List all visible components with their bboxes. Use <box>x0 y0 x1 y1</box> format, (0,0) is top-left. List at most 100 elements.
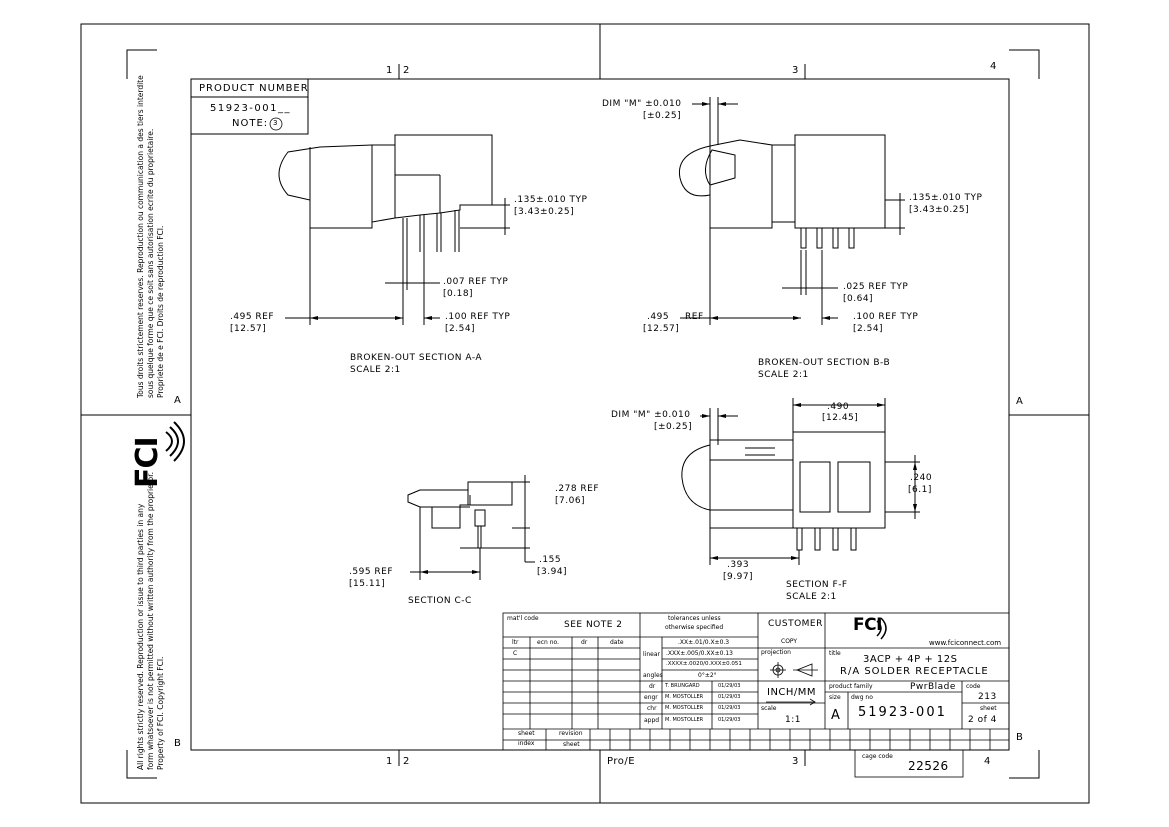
cage-code-label: cage code <box>862 753 893 760</box>
zone-top-1: 1 <box>386 65 393 76</box>
zone-left-a: A <box>174 395 182 406</box>
cc-dim-155-mm: [3.94] <box>537 567 568 577</box>
rev-header-date: date <box>610 639 624 646</box>
sign-date-dr: 01/29/03 <box>718 683 741 689</box>
sheet-label: sheet <box>980 705 997 712</box>
sheet-index-label: sheet <box>518 730 535 737</box>
aa-dim-135-mm: [3.43±0.25] <box>514 207 575 217</box>
units-label: INCH/MM <box>767 687 817 698</box>
sign-name-dr: T. BRUNGARD <box>665 683 700 689</box>
tolerance-3: .XXXX±.0020/0.XXX±0.051 <box>666 661 742 667</box>
product-family-value: PwrBlade <box>910 682 956 692</box>
sheet-index-label-2: index <box>518 740 535 747</box>
size-value: A <box>831 708 841 723</box>
rev-header-dr: dr <box>581 639 588 646</box>
english-notice-line: All rights strictly reserved. Reproducti… <box>136 503 145 770</box>
section-cc-drawing <box>407 475 535 580</box>
sign-role-dr: dr <box>649 683 656 690</box>
english-notice-line: Property of FCI. Copyright FCI. <box>156 656 165 770</box>
cc-dim-278: .278 REF <box>555 484 600 494</box>
bb-dim-m-mm: [±0.25] <box>643 111 682 121</box>
tolerances-label: tolerances unless <box>668 615 721 622</box>
bb-dim-100-mm: [2.54] <box>853 324 884 334</box>
title-line-2: R/A SOLDER RECEPTACLE <box>840 666 989 677</box>
title-block-grid <box>502 612 1010 778</box>
bb-title: BROKEN-OUT SECTION B-B <box>758 358 891 368</box>
copy-label: COPY <box>781 638 798 645</box>
bb-dim-135: .135±.010 TYP <box>909 193 983 203</box>
sign-date-engr: 01/29/03 <box>718 694 741 700</box>
zone-bottom-1: 1 <box>386 756 393 767</box>
zone-bottom-3: 3 <box>792 756 799 767</box>
sign-role-engr: engr <box>644 694 658 701</box>
scale-label: scale <box>761 705 777 712</box>
aa-scale: SCALE 2:1 <box>350 365 401 375</box>
french-notice-line: Propriete de e FCI. Droits de reproducti… <box>156 225 165 398</box>
zone-top-3: 3 <box>792 65 799 76</box>
zone-bottom-4: 4 <box>984 756 991 767</box>
matl-code-label: mat'l code <box>507 615 539 622</box>
bb-dim-135-mm: [3.43±0.25] <box>909 205 970 215</box>
aa-dim-495: .495 REF <box>230 312 275 322</box>
ff-dim-240-mm: [6.1] <box>908 485 932 495</box>
ff-scale: SCALE 2:1 <box>786 592 837 602</box>
bb-dim-025: .025 REF TYP <box>843 282 909 292</box>
side-fci-logo: FCI <box>130 437 165 488</box>
aa-title: BROKEN-OUT SECTION A-A <box>350 353 483 363</box>
rev-header-ltr: ltr <box>512 639 519 646</box>
aa-dim-007: .007 REF TYP <box>443 277 509 287</box>
projection-symbol-icon <box>770 662 818 678</box>
rev-letter: C <box>513 650 518 657</box>
cc-title: SECTION C-C <box>408 596 472 606</box>
code-label: code <box>966 683 981 690</box>
ff-dim-m: DIM "M" ±0.010 <box>611 410 691 420</box>
bb-scale: SCALE 2:1 <box>758 370 809 380</box>
french-notice-line: sous quelque forme que ce soit sans auto… <box>146 128 155 398</box>
product-number-value: 51923-001__ <box>210 103 292 114</box>
side-logo-rings <box>165 421 185 462</box>
sign-role-chr: chr <box>647 705 657 712</box>
tolerance-1: .XX±.01/0.X±0.3 <box>678 639 730 646</box>
bb-dim-100: .100 REF TYP <box>853 312 919 322</box>
customer-label: CUSTOMER <box>768 619 823 629</box>
size-label: size <box>829 694 841 701</box>
ff-title: SECTION F-F <box>786 580 848 590</box>
english-notice: All rights strictly reserved. Reproducti… <box>136 472 166 770</box>
aa-dim-007-mm: [0.18] <box>443 289 474 299</box>
note-circle-3: 3 <box>273 119 278 127</box>
matl-code-value: SEE NOTE 2 <box>564 620 623 630</box>
sign-date-appd: 01/29/03 <box>718 717 741 723</box>
sign-name-appd: M. MOSTOLLER <box>665 717 704 723</box>
sign-name-engr: M. MOSTOLLER <box>665 694 704 700</box>
bb-dim-495-ref: REF <box>685 312 704 322</box>
angles-label: angles <box>643 672 663 679</box>
ff-dim-393: .393 <box>727 560 750 570</box>
zone-top-4: 4 <box>990 61 997 72</box>
code-value: 213 <box>978 692 997 702</box>
tolerance-2: .XXX±.005/0.XX±0.13 <box>666 650 733 657</box>
scale-value: 1:1 <box>785 715 801 725</box>
tolerances-label-2: otherwise specified <box>665 624 724 631</box>
ff-dim-490: .490 <box>827 402 850 412</box>
pro-e-label: Pro/E <box>607 756 636 767</box>
zone-top-2: 2 <box>403 65 410 76</box>
revision-label: revision <box>559 730 583 737</box>
aa-dim-100-mm: [2.54] <box>445 324 476 334</box>
bb-dim-495: .495 <box>647 312 670 322</box>
ff-dim-393-mm: [9.97] <box>723 572 754 582</box>
bb-dim-m: DIM "M" ±0.010 <box>602 99 682 109</box>
aa-dim-495-mm: [12.57] <box>230 324 267 334</box>
sheet-label-2: sheet <box>563 741 580 748</box>
outer-border <box>80 23 1090 804</box>
ff-dim-240: .240 <box>910 473 933 483</box>
sign-name-chr: M. MOSTOLLER <box>665 705 704 711</box>
sign-date-chr: 01/29/03 <box>718 705 741 711</box>
cage-code-value: 22526 <box>908 759 949 773</box>
bb-dim-025-mm: [0.64] <box>843 294 874 304</box>
product-family-label: product family <box>829 683 873 690</box>
title-line-1: 3ACP + 4P + 12S <box>863 654 958 665</box>
website: www.fciconnect.com <box>929 639 1002 647</box>
tb-fci-logo: FCI <box>853 615 882 635</box>
ff-dim-490-mm: [12.45] <box>822 413 859 423</box>
